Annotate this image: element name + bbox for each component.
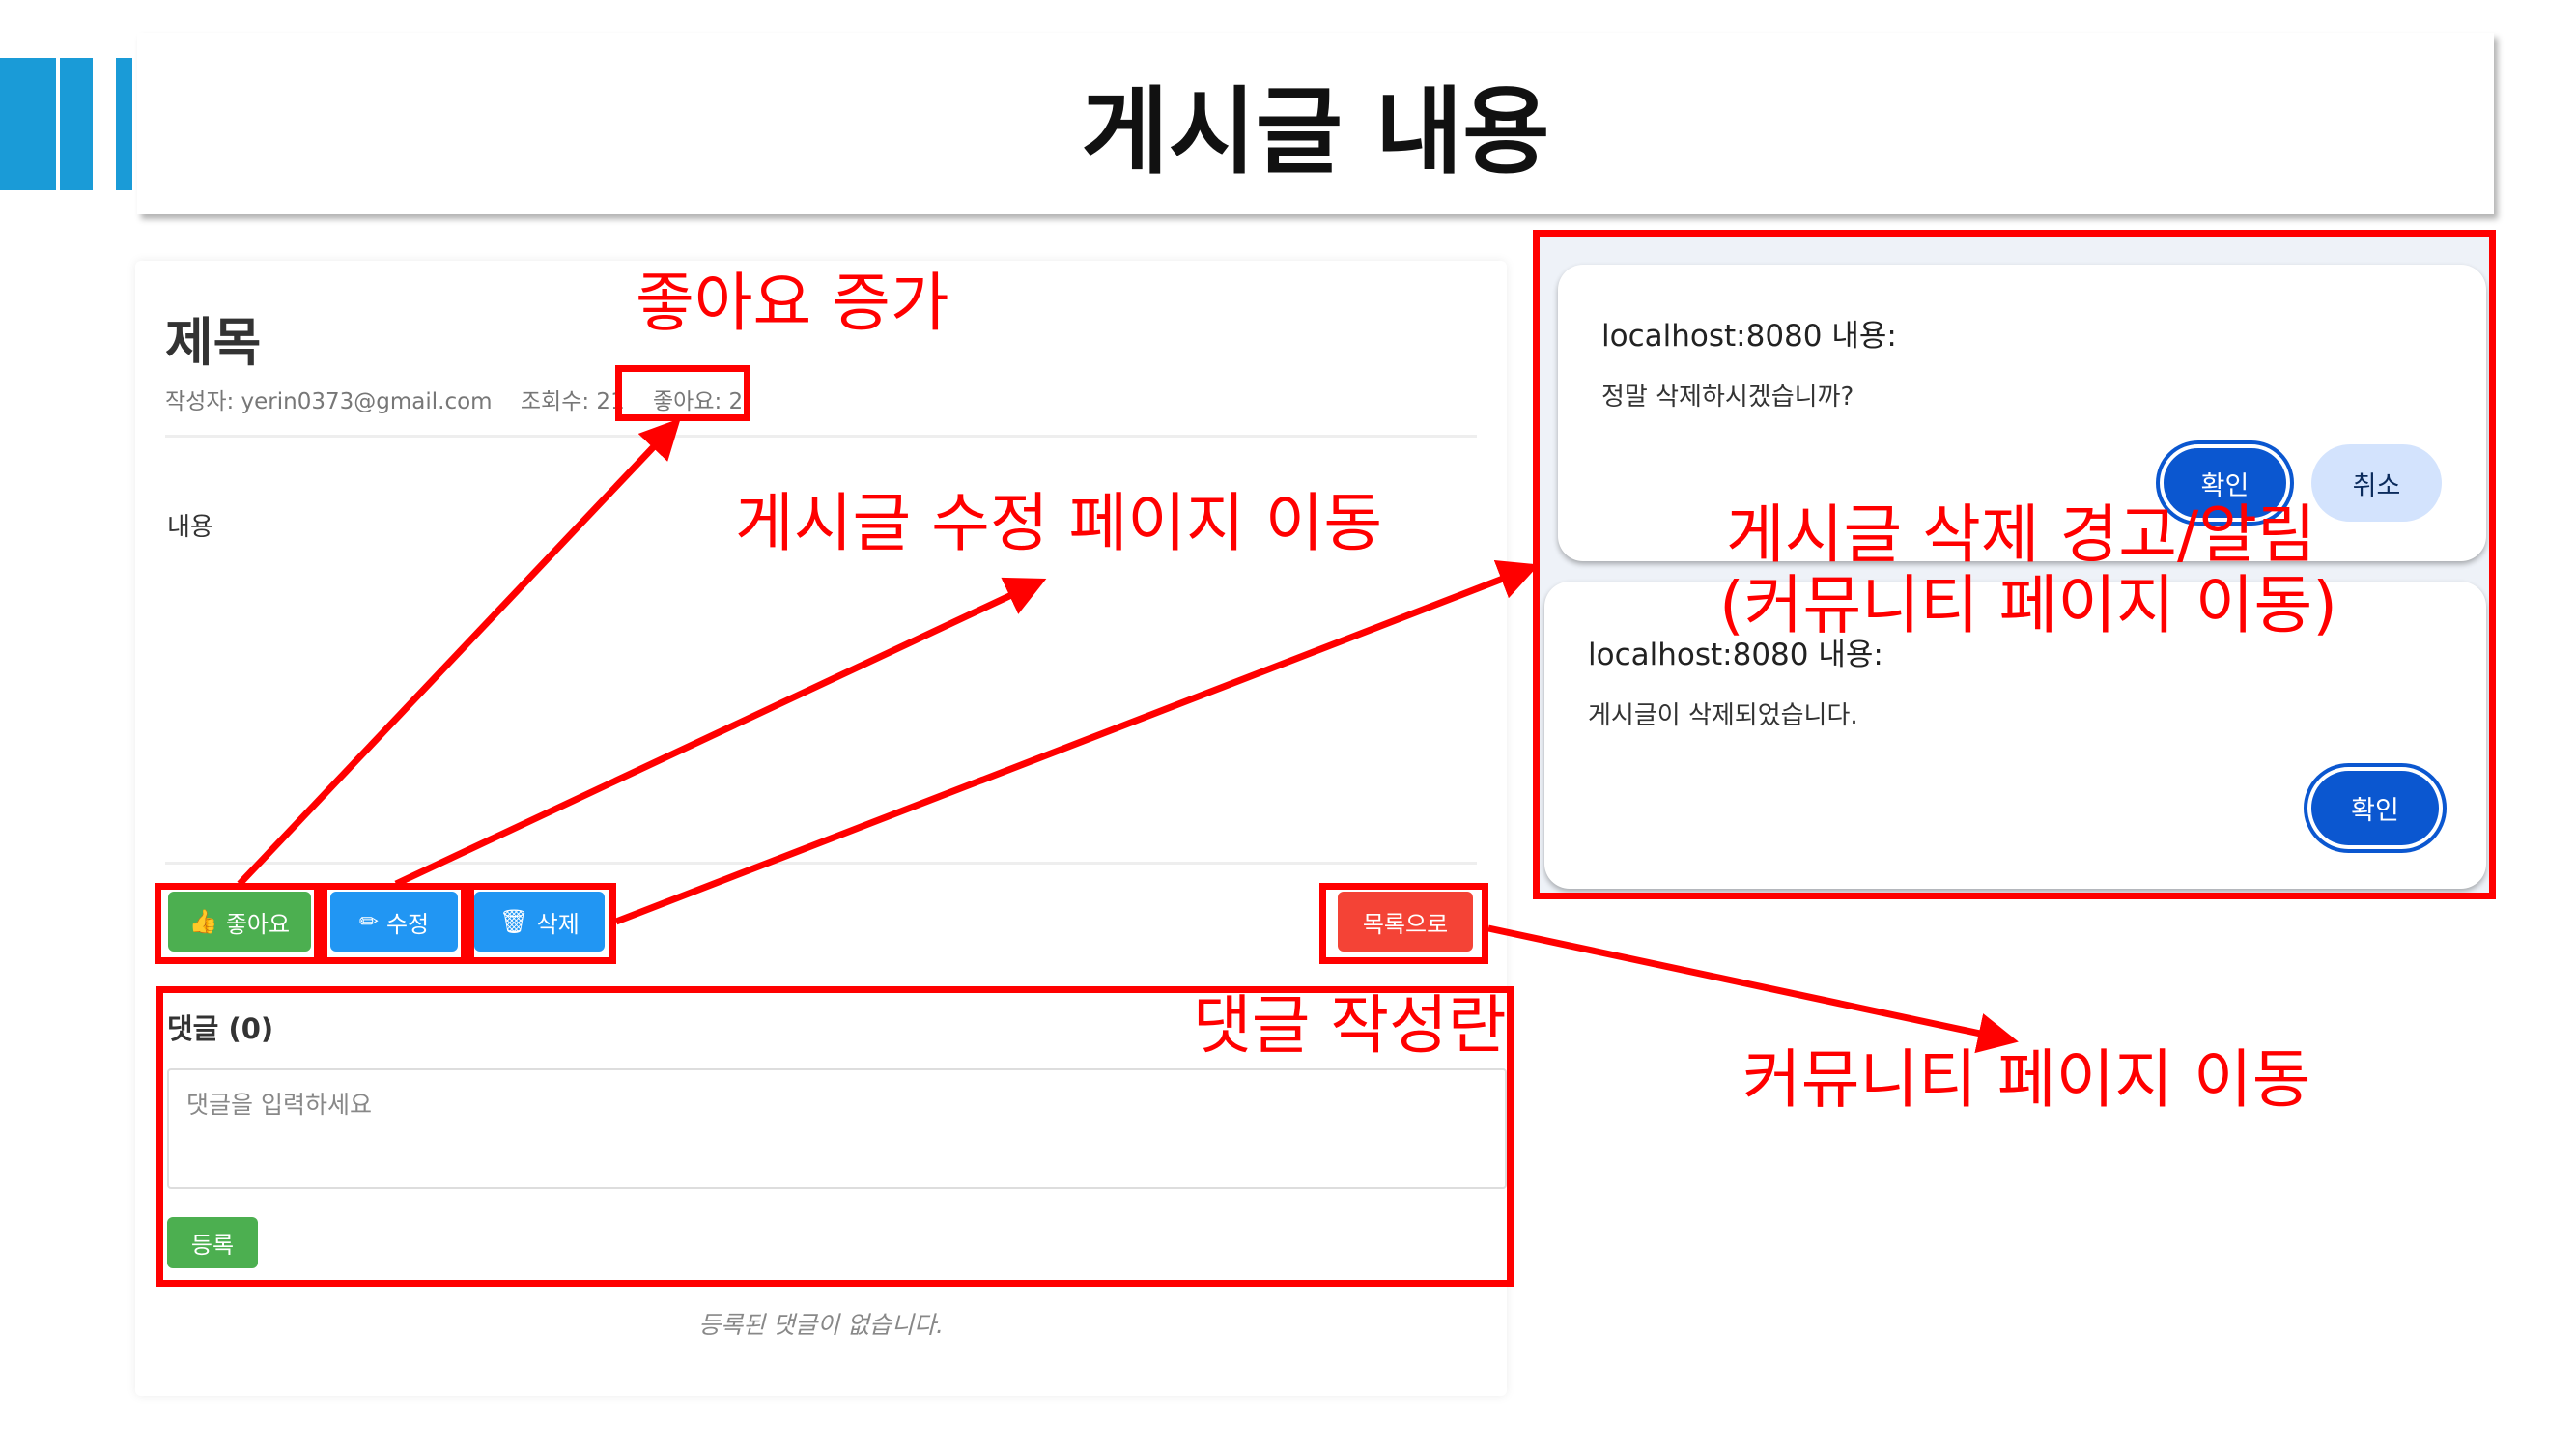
thumbs-up-icon: 👍 <box>188 908 218 935</box>
like-label: 좋아요 <box>225 911 291 938</box>
divider <box>165 862 1477 865</box>
arrow-edit <box>394 577 1047 888</box>
list-button[interactable]: 목록으로 <box>1338 892 1473 952</box>
list-label: 목록으로 <box>1362 911 1449 938</box>
divider <box>165 435 1477 438</box>
trash-icon: 🗑 <box>499 908 529 935</box>
arrow-like <box>237 417 681 887</box>
dialog-origin: localhost:8080 내용: <box>1588 638 1883 672</box>
annotation-edit: 게시글 수정 페이지 이동 <box>735 486 1383 560</box>
post-author: 작성자: yerin0373@gmail.com <box>165 389 493 414</box>
annotation-like: 좋아요 증가 <box>636 266 949 340</box>
comment-submit-button[interactable]: 등록 <box>167 1217 258 1268</box>
post-content: 내용 <box>167 513 213 542</box>
confirm-cancel-button[interactable]: 취소 <box>2311 444 2442 522</box>
annotation-delete-2: (커뮤니티 페이지 이동) <box>1719 568 2337 642</box>
like-button[interactable]: 👍 좋아요 <box>168 892 311 952</box>
delete-label: 삭제 <box>536 911 580 938</box>
slide-title: 게시글 내용 <box>1081 77 1550 187</box>
post-title: 제목 <box>165 312 262 373</box>
slide-header: 게시글 내용 <box>137 33 2494 214</box>
dialog-message: 정말 삭제하시겠습니까? <box>1601 383 1854 412</box>
confirm-dialog: localhost:8080 내용: 정말 삭제하시겠습니까? 확인 취소 <box>1558 265 2486 561</box>
confirm-ok-button[interactable]: 확인 <box>2160 444 2290 522</box>
alert-dialog: localhost:8080 내용: 게시글이 삭제되었습니다. 확인 <box>1544 582 2486 889</box>
highlight-list-button <box>1319 883 1488 964</box>
dialog-message: 게시글이 삭제되었습니다. <box>1588 701 1858 730</box>
dialog-origin: localhost:8080 내용: <box>1601 319 1897 354</box>
arrow-list <box>1487 924 2019 1054</box>
comment-input[interactable]: 댓글을 입력하세요 <box>167 1068 1507 1189</box>
post-meta: 작성자: yerin0373@gmail.com 조회수: 21 좋아요: 2 <box>165 383 764 415</box>
delete-button[interactable]: 🗑 삭제 <box>474 892 605 952</box>
post-views: 조회수: 21 <box>520 389 625 414</box>
post-card <box>135 261 1507 1396</box>
slide-decoration-bar <box>0 58 56 190</box>
highlight-edit-button <box>321 883 467 964</box>
alert-ok-button[interactable]: 확인 <box>2307 767 2443 849</box>
slide-decoration-bar <box>60 58 93 190</box>
comment-placeholder: 댓글을 입력하세요 <box>186 1091 372 1119</box>
edit-button[interactable]: ✏수정 <box>330 892 458 952</box>
arrow-delete <box>614 560 1540 925</box>
highlight-likes <box>615 365 750 421</box>
pencil-icon: ✏ <box>358 908 379 935</box>
slide-decoration-bar <box>116 58 132 190</box>
annotation-delete-1: 게시글 삭제 경고/알림 <box>1726 497 2316 572</box>
annotation-comment: 댓글 작성란 <box>1193 988 1507 1063</box>
highlight-delete-button <box>467 883 616 964</box>
highlight-comment-section <box>156 986 1514 1287</box>
no-comments-text: 등록된 댓글이 없습니다. <box>698 1311 944 1339</box>
highlight-like-button <box>155 883 321 964</box>
submit-label: 등록 <box>190 1233 235 1259</box>
edit-label: 수정 <box>385 911 430 938</box>
annotation-list: 커뮤니티 페이지 이동 <box>1742 1042 2311 1117</box>
comments-header: 댓글 (0) <box>167 1012 274 1045</box>
post-likes: 좋아요: 2 <box>653 389 744 414</box>
